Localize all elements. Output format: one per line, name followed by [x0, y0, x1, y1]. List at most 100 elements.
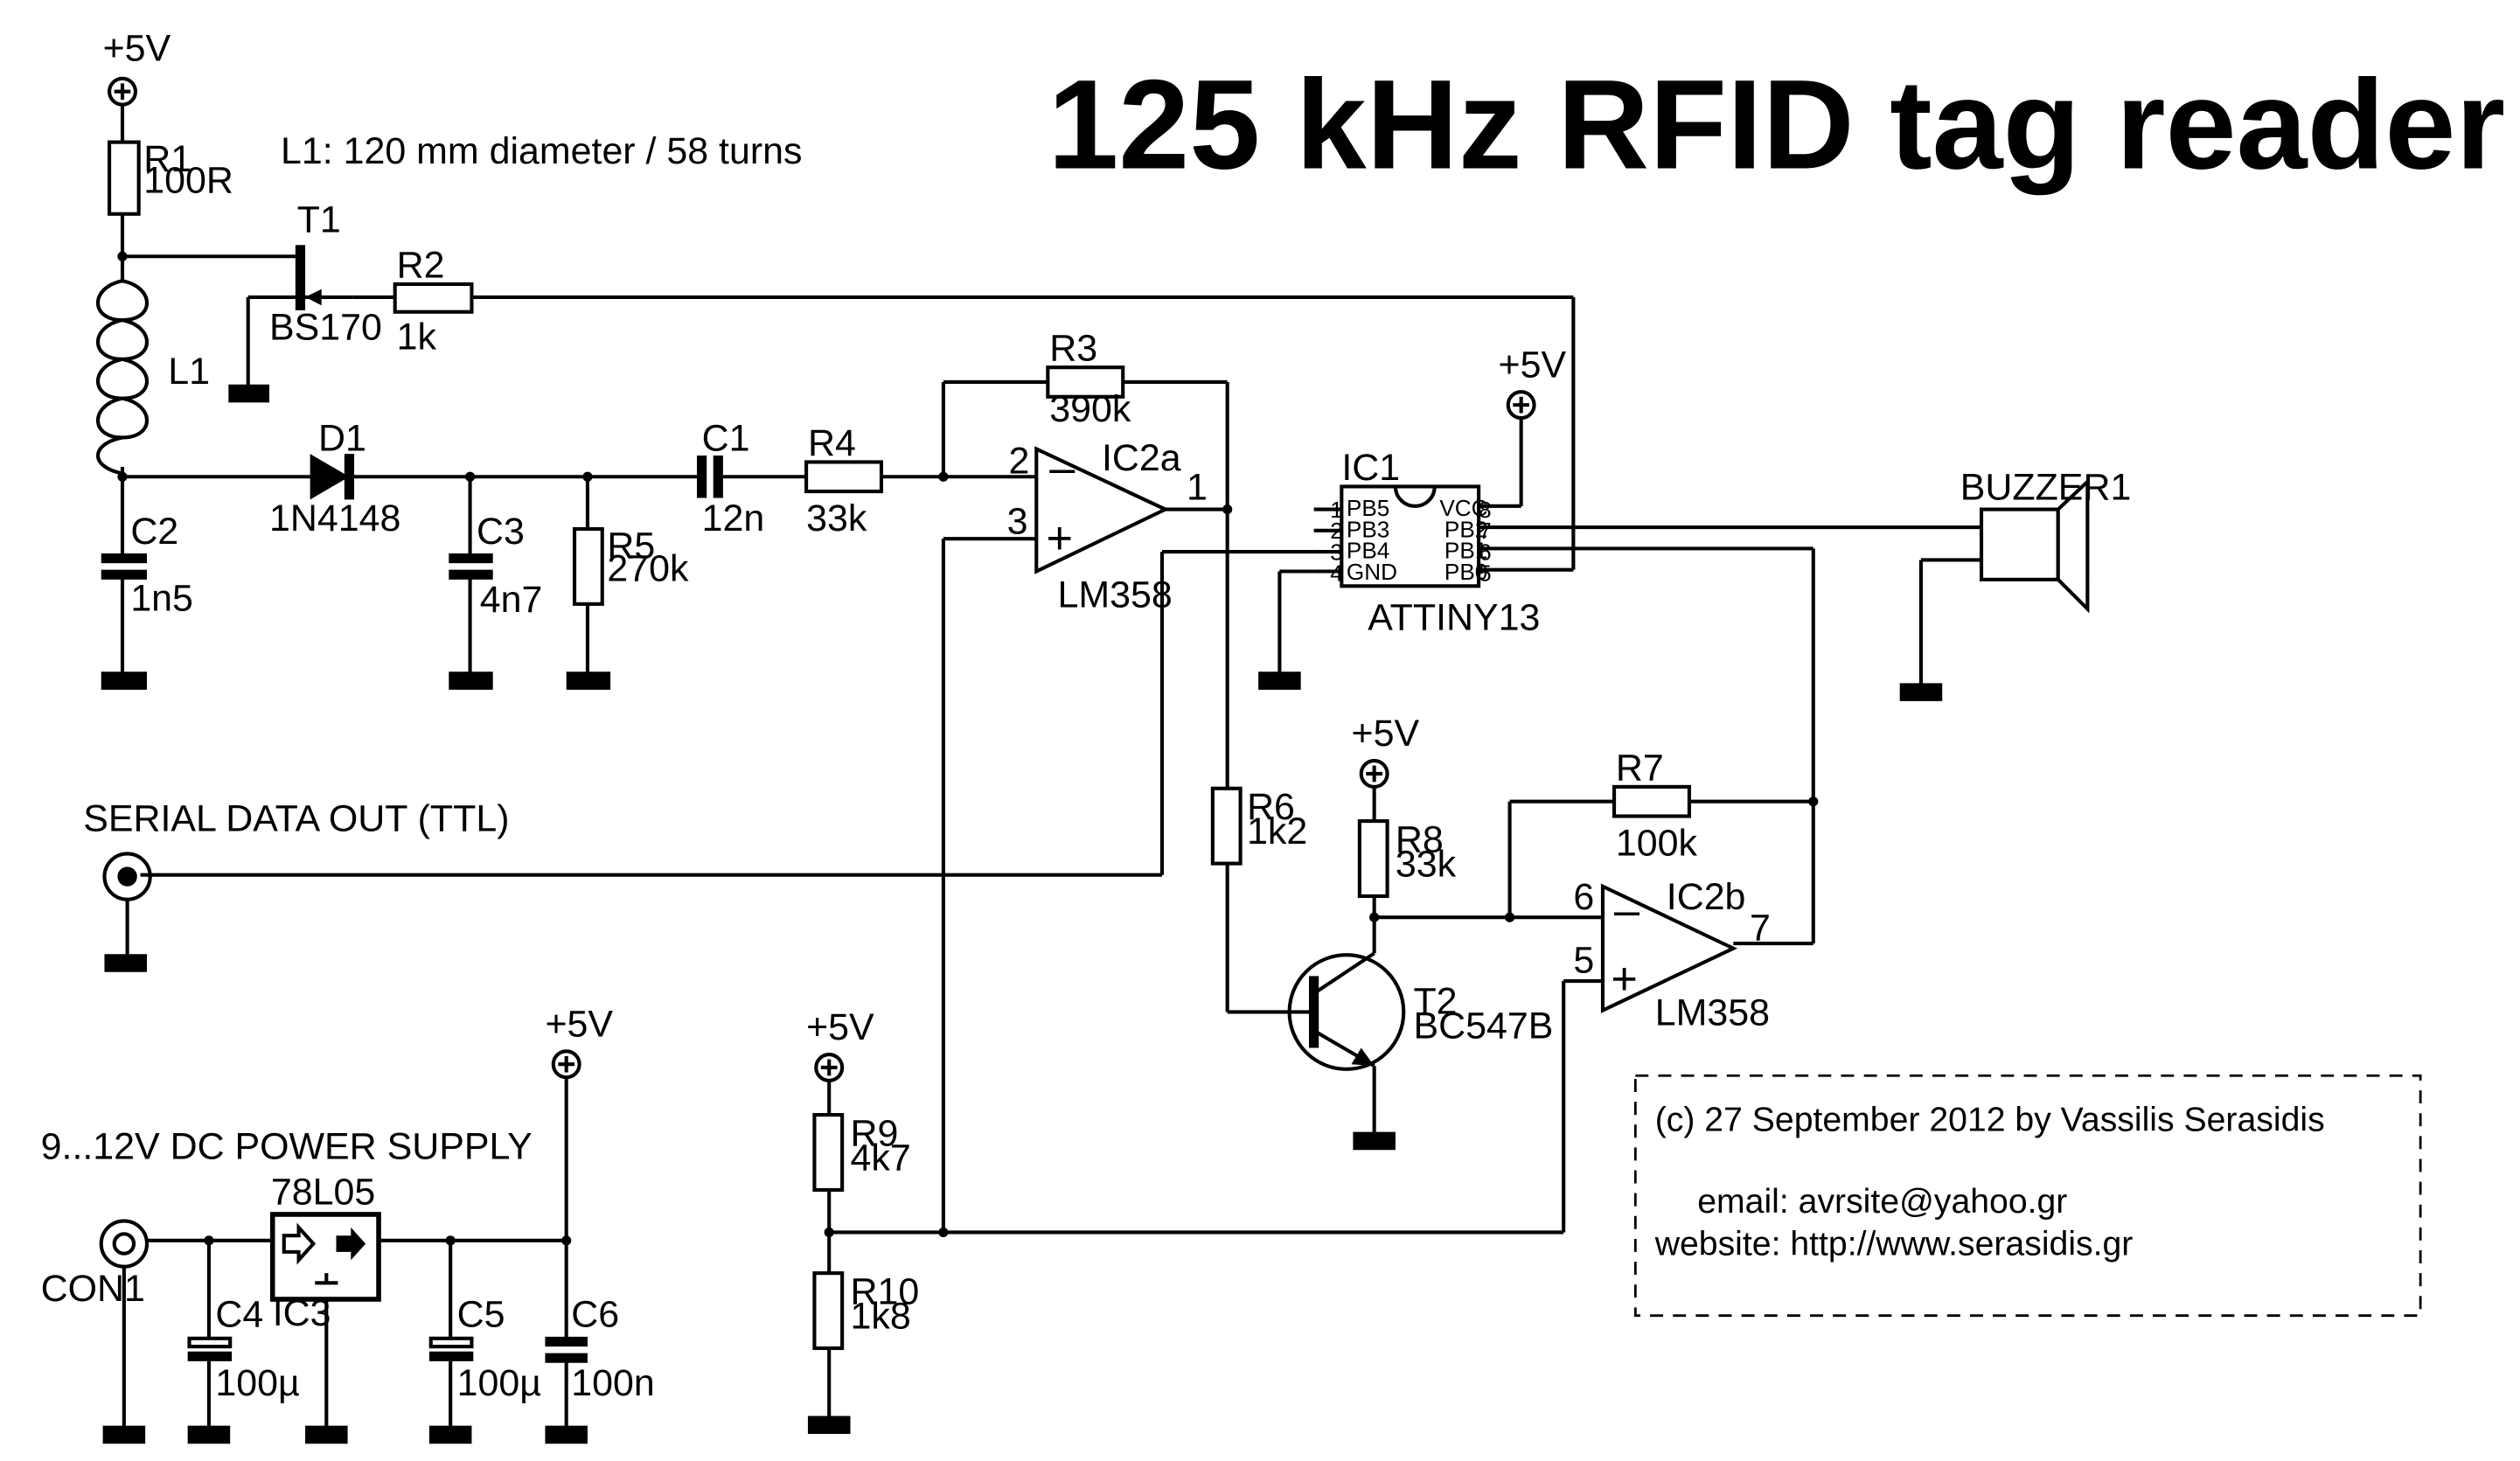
capacitor-c1: C1 12n — [697, 417, 765, 539]
c6-ref: C6 — [571, 1294, 619, 1336]
svg-text:2: 2 — [1330, 518, 1343, 544]
r1-value: 100R — [143, 159, 233, 201]
t1-ref: T1 — [297, 198, 341, 240]
r7-ref: R7 — [1616, 747, 1664, 789]
resistor-r10: R10 1k8 — [812, 1271, 919, 1351]
resistor-r9: R9 4k7 — [812, 1113, 911, 1192]
t2-value: BC547B — [1413, 1005, 1553, 1047]
ic2a-value: LM358 — [1058, 574, 1173, 616]
resistor-r4: R4 33k — [804, 422, 884, 539]
ic2a-pin-out: 1 — [1187, 466, 1208, 508]
r3-ref: R3 — [1049, 328, 1097, 370]
capacitor-c4: C4 100µ — [187, 1294, 300, 1404]
svg-text:+5V: +5V — [806, 1006, 874, 1048]
r8-value: 33k — [1396, 844, 1457, 886]
resistor-r8: R8 33k — [1357, 819, 1457, 899]
supply-r9: +5V — [806, 1006, 874, 1082]
diode-d1: D1 1N4148 — [269, 417, 400, 539]
svg-text:5: 5 — [1479, 560, 1492, 587]
regulator-ic3: 78L05 IC3 — [269, 1172, 381, 1334]
svg-text:PB4: PB4 — [1347, 538, 1389, 564]
svg-text:3: 3 — [1330, 539, 1343, 565]
svg-text:VCC: VCC — [1439, 495, 1487, 521]
supply-r8: +5V — [1352, 713, 1419, 789]
r9-value: 4k7 — [850, 1137, 910, 1179]
svg-text:+5V: +5V — [1499, 344, 1567, 386]
ic2b-ref: IC2b — [1667, 876, 1746, 918]
credit-box: (c) 27 September 2012 by Vassilis Serasi… — [1633, 1074, 2422, 1318]
svg-text:PB1: PB1 — [1444, 538, 1487, 564]
r4-ref: R4 — [808, 422, 856, 464]
t2-ref: T2 — [1413, 980, 1457, 1022]
c5-ref: C5 — [457, 1294, 505, 1336]
schematic-title: 125 kHz RFID tag reader — [1048, 52, 2505, 195]
r2-value: 1k — [397, 317, 437, 358]
ic2a-ref: IC2a — [1102, 437, 1181, 479]
c1-value: 12n — [702, 497, 765, 539]
c1-ref: C1 — [702, 417, 750, 459]
svg-text:PB0: PB0 — [1444, 559, 1487, 585]
mosfet-t1: T1 BS170 — [228, 198, 382, 403]
ic2a-pin-noninv: 3 — [1007, 501, 1028, 543]
svg-text:+5V: +5V — [103, 27, 171, 69]
ic2b-pin-noninv: 5 — [1573, 940, 1594, 982]
resistor-r5: R5 270k — [572, 525, 689, 606]
opamp-ic2a: – + 2 3 1 IC2a LM358 — [1007, 437, 1208, 616]
r1-ref: R1 — [143, 138, 191, 180]
ic2a-pin-inv: 2 — [1009, 441, 1030, 483]
svg-text:PB2: PB2 — [1444, 516, 1487, 542]
supply-r1: +5V — [103, 27, 171, 107]
credit-line-2: email: avrsite@yahoo.gr — [1697, 1183, 2067, 1221]
r2-ref: R2 — [397, 245, 445, 287]
r6-ref: R6 — [1247, 786, 1295, 828]
svg-text:4: 4 — [1330, 560, 1343, 587]
resistor-r3: R3 390k — [1046, 328, 1131, 430]
d1-value: 1N4148 — [269, 497, 400, 539]
ic1-ref: IC1 — [1341, 447, 1400, 489]
coil-note: L1: 120 mm diameter / 58 turns — [281, 130, 802, 172]
r6-value: 1k2 — [1247, 811, 1307, 852]
c3-ref: C3 — [477, 511, 525, 553]
svg-text:+5V: +5V — [545, 1003, 613, 1045]
resistor-r2: R2 1k — [393, 245, 474, 358]
r3-value: 390k — [1049, 388, 1131, 430]
credit-line-3: website: http://www.serasidis.gr — [1654, 1226, 2134, 1263]
ic2b-pin-inv: 6 — [1573, 876, 1594, 918]
capacitor-c5: C5 100µ — [428, 1294, 541, 1404]
svg-text:–: – — [1614, 886, 1640, 936]
microcontroller-ic1: IC1 ATTINY13 PB5 PB3 PB4 GND 1 2 3 4 VCC… — [1313, 447, 1540, 639]
ic3-value: 78L05 — [271, 1172, 375, 1214]
ic2b-value: LM358 — [1655, 991, 1770, 1033]
opamp-ic2b: – + 6 5 7 IC2b LM358 — [1573, 876, 1770, 1034]
resistor-r1: R1 100R — [108, 138, 233, 216]
r8-ref: R8 — [1396, 819, 1444, 861]
svg-text:7: 7 — [1479, 518, 1492, 544]
svg-text:8: 8 — [1479, 497, 1492, 523]
svg-text:GND: GND — [1347, 559, 1397, 585]
r7-value: 100k — [1616, 822, 1698, 864]
capacitor-c3: C3 4n7 — [449, 511, 542, 621]
capacitor-c6: C6 100n — [545, 1294, 655, 1404]
resistor-r6: R6 1k2 — [1210, 786, 1307, 866]
c3-value: 4n7 — [480, 579, 543, 621]
ic2b-pin-out: 7 — [1750, 907, 1771, 949]
t1-value: BS170 — [269, 306, 382, 348]
d1-ref: D1 — [318, 417, 366, 459]
r4-value: 33k — [806, 497, 867, 539]
con1-ref: CON1 — [41, 1268, 145, 1310]
capacitor-c2: C2 1n5 — [101, 511, 193, 619]
c2-ref: C2 — [130, 511, 178, 553]
svg-text:+: + — [1046, 513, 1073, 564]
r5-ref: R5 — [607, 525, 655, 567]
c6-value: 100n — [571, 1362, 655, 1404]
svg-text:PB3: PB3 — [1347, 516, 1389, 542]
c5-value: 100µ — [457, 1362, 541, 1404]
power-connector-con1: CON1 — [41, 1219, 150, 1310]
svg-text:6: 6 — [1479, 539, 1492, 565]
svg-text:+: + — [1611, 954, 1638, 1005]
r10-ref: R10 — [850, 1271, 919, 1313]
c2-value: 1n5 — [130, 577, 193, 619]
r9-ref: R9 — [850, 1113, 898, 1155]
c4-ref: C4 — [215, 1294, 263, 1336]
